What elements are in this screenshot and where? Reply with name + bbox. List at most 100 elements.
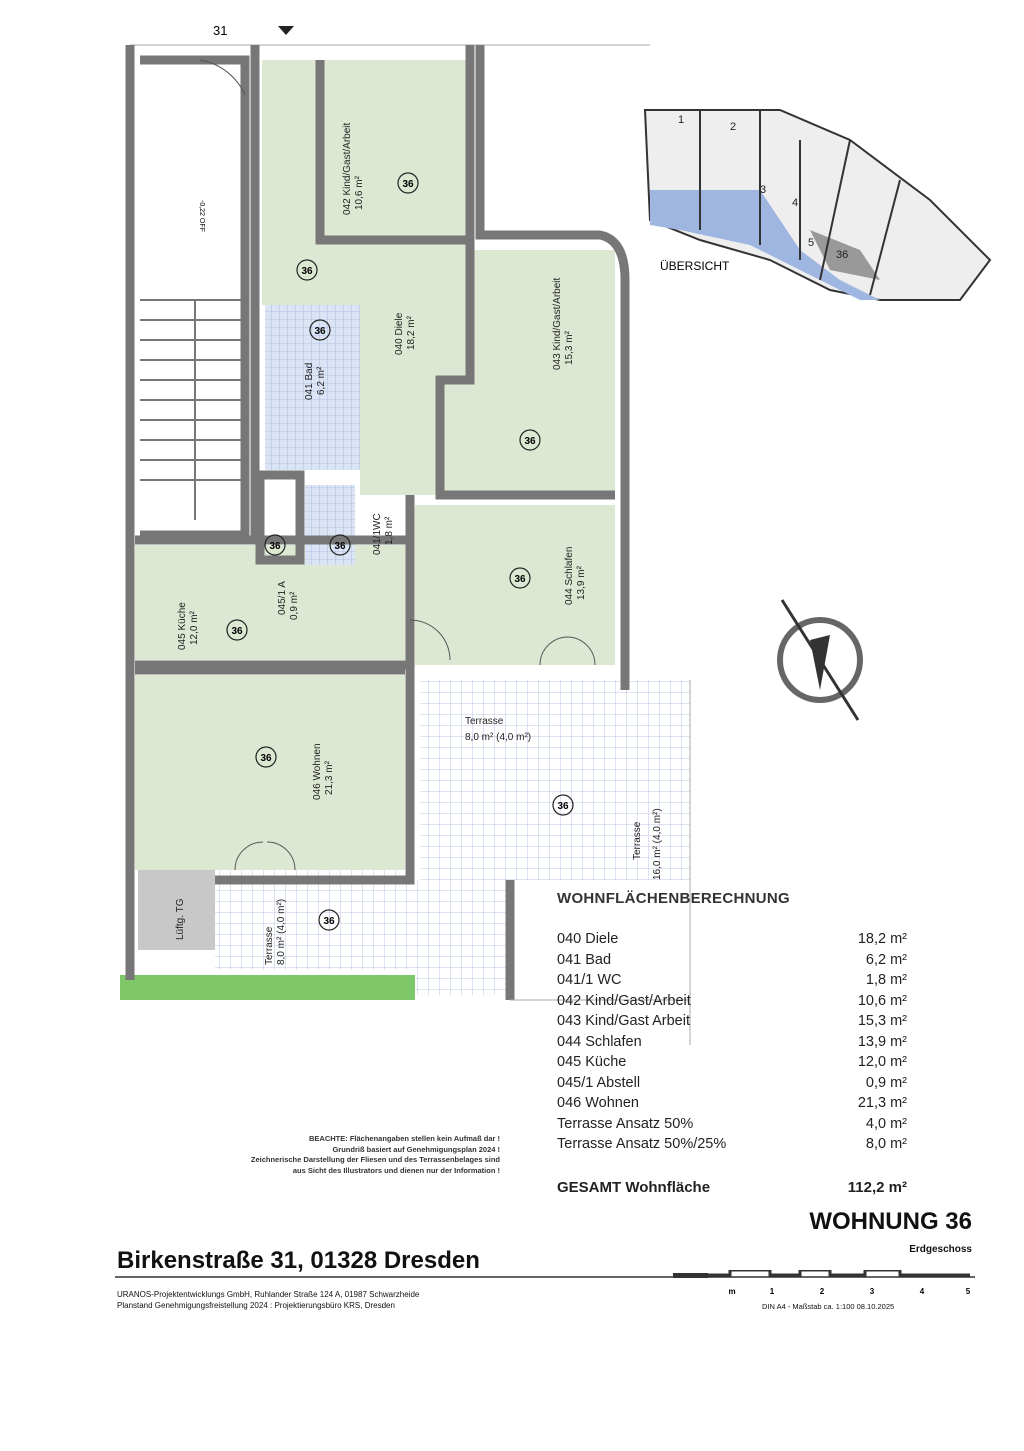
terrace-3-area: 8,0 m² (4,0 m²) bbox=[276, 899, 287, 965]
level-mark: -0,22 OFF bbox=[198, 200, 205, 232]
svg-text:3: 3 bbox=[760, 184, 766, 196]
company-line: URANOS-Projektentwicklungs GmbH, Ruhland… bbox=[117, 1290, 420, 1299]
svg-text:m: m bbox=[728, 1287, 735, 1296]
table-row: 043 Kind/Gast Arbeit 15,3 m² bbox=[557, 1013, 907, 1033]
row-value: 12,0 m² bbox=[857, 1054, 907, 1070]
table-row: Terrasse Ansatz 50%/25% 8,0 m² bbox=[557, 1136, 907, 1156]
house-number: 31 bbox=[213, 23, 227, 38]
row-value: 10,6 m² bbox=[857, 992, 907, 1009]
scale-bar: m 1 2 3 4 5 bbox=[115, 1270, 975, 1296]
svg-text:36: 36 bbox=[314, 326, 326, 337]
door-arc bbox=[234, 841, 296, 871]
row-value: 13,9 m² bbox=[857, 1033, 907, 1050]
overview-label: ÜBERSICHT bbox=[660, 259, 730, 273]
row-value: 21,3 m² bbox=[857, 1095, 907, 1111]
room-043-name: Kind/Gast/Arbeit bbox=[552, 277, 563, 350]
table-row: 041 Bad 6,2 m² bbox=[557, 952, 907, 972]
svg-text:36: 36 bbox=[260, 753, 272, 764]
walls bbox=[125, 45, 630, 1000]
svg-text:36: 36 bbox=[334, 541, 346, 552]
svg-text:36: 36 bbox=[231, 626, 243, 637]
row-value: 15,3 m² bbox=[857, 1013, 907, 1029]
svg-text:36: 36 bbox=[323, 916, 335, 927]
area-calculation-title: WOHNFLÄCHENBERECHNUNG bbox=[557, 890, 790, 907]
room-040-area: 18,2 m² bbox=[406, 315, 417, 350]
row-value: 6,2 m² bbox=[865, 951, 907, 968]
total-value: 112,2 m² bbox=[847, 1179, 907, 1196]
room-041-name: Bad bbox=[304, 363, 315, 381]
svg-text:36: 36 bbox=[557, 801, 569, 812]
ventilation-label: Lüftg. TG bbox=[175, 898, 186, 940]
room-0411-label: 041/1 bbox=[372, 530, 383, 555]
table-row: 040 Diele 18,2 m² bbox=[557, 931, 907, 951]
row-label: 045/1 Abstell bbox=[557, 1074, 641, 1091]
north-arrow-icon bbox=[777, 599, 863, 721]
table-row: 042 Kind/Gast/Arbeit 10,6 m² bbox=[557, 993, 907, 1013]
door-arc bbox=[409, 619, 451, 661]
room-046-area: 21,3 m² bbox=[324, 760, 335, 795]
unit-badges: 36 36 36 36 36 36 36 36 36 36 36 bbox=[226, 172, 574, 931]
svg-text:4: 4 bbox=[792, 197, 798, 209]
svg-text:041 Bad: 041 Bad bbox=[304, 363, 315, 400]
terrace-1-label: Terrasse bbox=[465, 716, 504, 727]
room-044-name: Schlafen bbox=[564, 547, 575, 586]
svg-text:045/1 A: 045/1 A bbox=[277, 581, 288, 615]
svg-text:4: 4 bbox=[920, 1287, 925, 1296]
room-044-label: 044 bbox=[564, 588, 575, 605]
svg-text:042 Kind/Gast/Arbeit: 042 Kind/Gast/Arbeit bbox=[342, 122, 353, 215]
row-label: 043 Kind/Gast Arbeit bbox=[557, 1013, 690, 1029]
svg-text:3: 3 bbox=[870, 1287, 875, 1296]
row-label: 042 Kind/Gast/Arbeit bbox=[557, 992, 691, 1009]
total-label: GESAMT Wohnfläche bbox=[557, 1179, 711, 1196]
row-label: Terrasse Ansatz 50%/25% bbox=[557, 1136, 727, 1152]
svg-text:041/1WC: 041/1WC bbox=[372, 513, 383, 555]
row-value: 8,0 m² bbox=[865, 1136, 907, 1152]
row-label: 041/1 WC bbox=[557, 972, 622, 988]
overview-map: 1 2 3 4 5 36 ÜBERSICHT bbox=[643, 109, 992, 301]
room-046-name: Wohnen bbox=[312, 743, 323, 780]
svg-text:36: 36 bbox=[301, 266, 313, 277]
svg-text:5: 5 bbox=[808, 237, 814, 249]
room-040-name: Diele bbox=[394, 312, 405, 335]
room-044-area: 13,9 m² bbox=[576, 565, 587, 600]
row-label: 045 Küche bbox=[557, 1054, 627, 1070]
svg-text:2: 2 bbox=[820, 1287, 825, 1296]
svg-text:36: 36 bbox=[836, 249, 848, 261]
table-row: 041/1 WC 1,8 m² bbox=[557, 972, 907, 992]
row-label: Terrasse Ansatz 50% bbox=[557, 1115, 694, 1132]
row-value: 1,8 m² bbox=[865, 972, 907, 988]
door-arc bbox=[539, 636, 596, 666]
row-label: 040 Diele bbox=[557, 931, 619, 947]
row-label: 041 Bad bbox=[557, 951, 612, 968]
room-0411-name: WC bbox=[372, 513, 383, 530]
table-row: 046 Wohnen 21,3 m² bbox=[557, 1095, 907, 1115]
terrace-1-area: 8,0 m² (4,0 m²) bbox=[465, 732, 531, 743]
room-0411-area: 1,8 m² bbox=[384, 516, 395, 545]
room-labels: 042 Kind/Gast/Arbeit 10,6 m² 040 Diele 1… bbox=[175, 122, 663, 965]
note-line: BEACHTE: Flächenangaben stellen kein Auf… bbox=[308, 1134, 500, 1143]
svg-text:36: 36 bbox=[524, 436, 536, 447]
room-041-area: 6,2 m² bbox=[316, 366, 327, 395]
row-value: 18,2 m² bbox=[857, 931, 907, 947]
row-value: 0,9 m² bbox=[865, 1074, 907, 1091]
svg-text:36: 36 bbox=[269, 541, 281, 552]
room-045-name: Küche bbox=[177, 602, 188, 631]
disclaimer-note: BEACHTE: Flächenangaben stellen kein Auf… bbox=[150, 1134, 500, 1176]
plan-status-line: Planstand Genehmigungsfreistellung 2024 … bbox=[117, 1301, 395, 1310]
svg-text:044 Schlafen: 044 Schlafen bbox=[564, 547, 575, 605]
room-043-area: 15,3 m² bbox=[564, 330, 575, 365]
row-label: 044 Schlafen bbox=[557, 1033, 642, 1050]
room-0451-label: 045/1 bbox=[277, 590, 288, 615]
room-042-label: 042 bbox=[342, 198, 353, 215]
row-label: 046 Wohnen bbox=[557, 1095, 639, 1111]
entrance-arrow-icon bbox=[278, 26, 294, 35]
room-0451-area: 0,9 m² bbox=[289, 591, 300, 620]
terrace-3-label: Terrasse bbox=[264, 926, 275, 965]
table-row: 044 Schlafen 13,9 m² bbox=[557, 1034, 907, 1054]
svg-text:045 Küche: 045 Küche bbox=[177, 602, 188, 650]
unit-title: WOHNUNG 36 bbox=[809, 1208, 972, 1235]
svg-text:2: 2 bbox=[730, 121, 736, 133]
svg-text:36: 36 bbox=[402, 179, 414, 190]
row-value: 4,0 m² bbox=[865, 1115, 907, 1132]
